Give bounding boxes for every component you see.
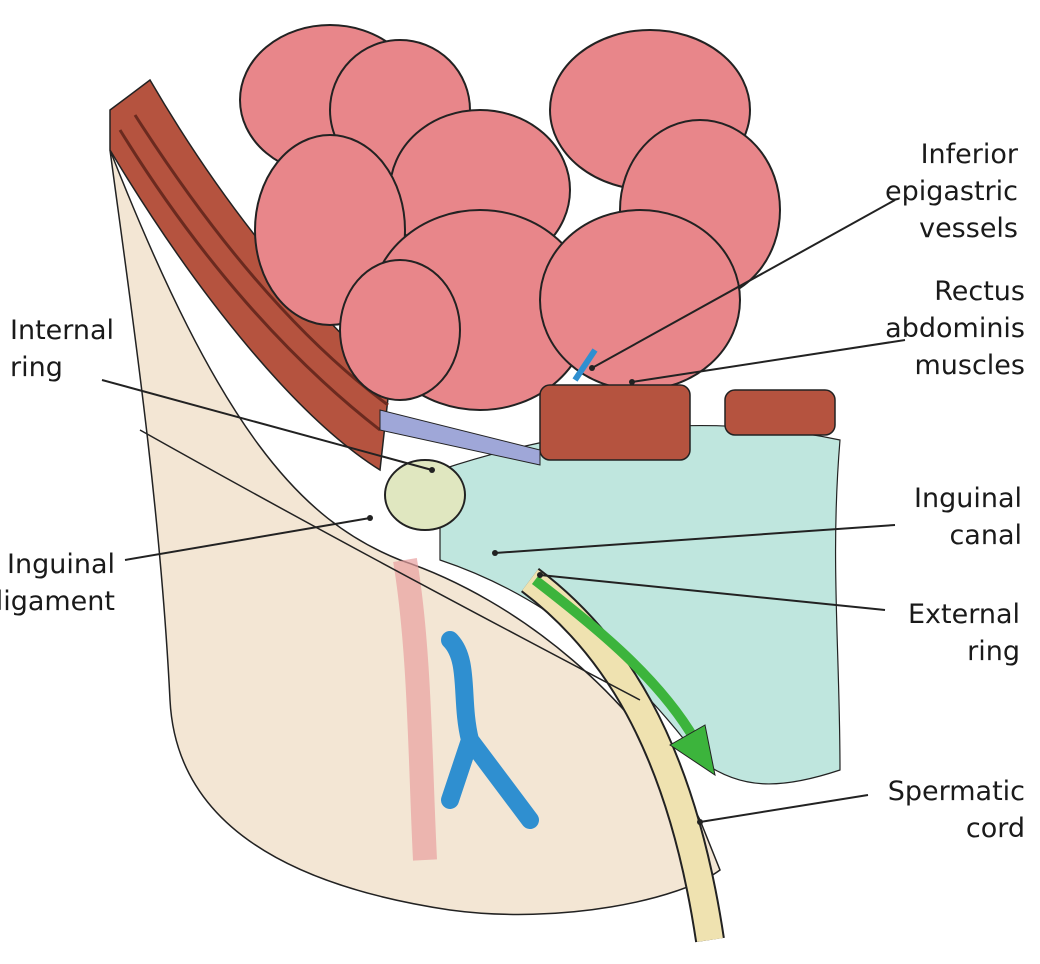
label-line: epigastric: [884, 176, 1018, 207]
leader-inferior-epigastric: [591, 199, 896, 369]
leader-inguinal-canal: [494, 524, 896, 554]
label-line: Inguinal: [7, 549, 115, 580]
label-line: abdominis: [885, 313, 1025, 344]
leader-inguinal-ligament: [124, 517, 371, 561]
internal-ring-shape: [384, 459, 466, 531]
label-inferior-epigastric-vessels: Inferior epigastric vessels: [885, 136, 1018, 247]
arrow-head: [669, 724, 716, 777]
label-line: Inguinal: [914, 483, 1022, 514]
label-line: External: [907, 599, 1020, 630]
label-line: cord: [965, 813, 1025, 844]
path-arrow: [531, 576, 700, 743]
label-line: Spermatic: [887, 776, 1025, 807]
label-line: muscles: [914, 350, 1025, 381]
abdominal-wall-muscles: [109, 78, 391, 472]
label-rectus-abdominis-muscles: Rectus abdominis muscles: [885, 273, 1025, 384]
label-line: Inferior: [920, 139, 1018, 170]
skin-region: [109, 149, 721, 916]
femoral-artery: [393, 558, 437, 861]
intestines: [239, 24, 781, 411]
leader-lines: [101, 199, 906, 823]
leader-internal-ring: [101, 379, 433, 471]
label-inguinal-ligament: Inguinal ligament: [0, 546, 115, 620]
leader-spermatic-cord: [699, 794, 869, 823]
label-external-ring: External ring: [908, 596, 1020, 670]
label-internal-ring: Internal ring: [10, 312, 114, 386]
label-inguinal-canal: Inguinal canal: [914, 480, 1022, 554]
label-line: ring: [967, 636, 1020, 667]
label-line: canal: [949, 520, 1022, 551]
label-line: Internal: [10, 315, 115, 346]
label-line: Rectus: [934, 276, 1025, 307]
leader-external-ring: [539, 574, 886, 611]
label-line: ring: [10, 352, 63, 383]
leader-rectus: [631, 339, 906, 383]
label-spermatic-cord: Spermatic cord: [888, 773, 1025, 847]
label-line: vessels: [919, 213, 1018, 244]
femoral-vein: [441, 631, 539, 829]
rectus-muscle-blocks: [539, 384, 836, 461]
epigastric-vessels: [572, 348, 598, 382]
label-line: ligament: [0, 586, 115, 617]
